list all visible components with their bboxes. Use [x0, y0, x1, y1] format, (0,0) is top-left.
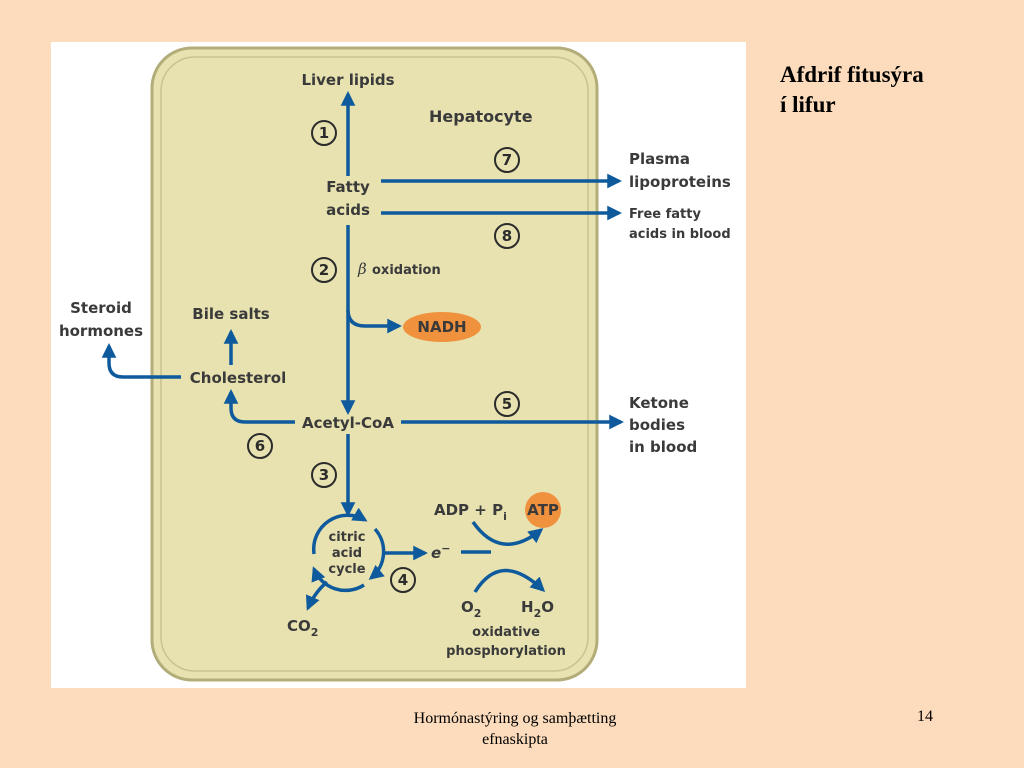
liver-lipids-label: Liver lipids — [301, 71, 394, 89]
oxidative-phosphorylation-label-1: oxidative — [472, 625, 540, 640]
svg-text:3: 3 — [319, 466, 329, 484]
citric-cycle-arc-1 — [311, 507, 368, 555]
step-4-marker: 4 — [390, 567, 416, 593]
footer-line-1: Hormónastýring og samþætting — [413, 710, 617, 727]
svg-text:4: 4 — [398, 571, 408, 589]
o2-to-h2o-curve — [473, 568, 546, 593]
slide-title-line-1: Afdrif fitusýra — [780, 62, 924, 87]
step-8-marker: 8 — [494, 223, 520, 249]
free-fatty-acids-label-2: acids in blood — [629, 227, 731, 242]
atp-label: ATP — [527, 501, 559, 519]
slide-title-line-2: í lifur — [780, 92, 836, 117]
slide-title: Afdrif fitusýra í lifur — [780, 60, 1010, 120]
svg-text:5: 5 — [502, 395, 512, 413]
plasma-lipoproteins-label-1: Plasma — [629, 150, 690, 168]
co2-label: CO2 — [287, 617, 318, 639]
atp-circle — [525, 492, 561, 528]
svg-text:2: 2 — [319, 261, 329, 279]
adp-pi-label: ADP + Pi — [434, 501, 507, 523]
step-7-marker: 7 — [494, 147, 520, 173]
arrow-to-nadh — [346, 309, 402, 334]
svg-text:6: 6 — [255, 437, 265, 455]
beta-symbol: β — [357, 260, 367, 278]
ketone-bodies-label-2: bodies — [629, 416, 685, 434]
hepatocyte-cell — [150, 46, 599, 682]
pathway-figure: Hepatocyte Liver lipids Fatty acids β ox… — [51, 42, 746, 688]
nadh-label: NADH — [417, 318, 466, 336]
pathway-diagram: Hepatocyte Liver lipids Fatty acids β ox… — [59, 46, 731, 682]
slide-footer: Hormónastýring og samþætting efnaskipta — [360, 708, 670, 750]
adp-to-atp-curve — [471, 520, 544, 546]
step-1-marker: 1 — [311, 120, 337, 146]
citric-cycle-label-3: cycle — [328, 562, 365, 577]
citric-cycle-label-2: acid — [332, 546, 362, 561]
bile-salts-label: Bile salts — [192, 305, 269, 323]
free-fatty-acids-label-1: Free fatty — [629, 207, 701, 222]
electron-label: e− — [431, 542, 450, 562]
arrow-to-cholesterol — [223, 389, 295, 424]
slide-number: 14 — [917, 708, 933, 725]
beta-oxidation-label: oxidation — [372, 263, 441, 278]
step-6-marker: 6 — [247, 433, 273, 459]
h2o-label: H2O — [521, 598, 554, 620]
citric-cycle-arc-2 — [368, 527, 386, 580]
svg-text:8: 8 — [502, 227, 512, 245]
ketone-bodies-label-1: Ketone — [629, 394, 689, 412]
hepatocyte-label: Hepatocyte — [429, 107, 533, 126]
fatty-acids-label-1: Fatty — [326, 178, 370, 196]
citric-cycle-label-1: citric — [329, 530, 366, 545]
cholesterol-label: Cholesterol — [190, 369, 286, 387]
arrow-to-steroid-hormones — [101, 343, 181, 379]
step-3-marker: 3 — [311, 462, 337, 488]
step-2-marker: 2 — [311, 257, 337, 283]
fatty-acids-label-2: acids — [326, 201, 370, 219]
nadh-oval — [403, 312, 481, 342]
o2-label: O2 — [461, 598, 481, 620]
step-5-marker: 5 — [494, 391, 520, 417]
steroid-hormones-label-2: hormones — [59, 322, 143, 340]
plasma-lipoproteins-label-2: lipoproteins — [629, 173, 731, 191]
citric-cycle-arc-3 — [311, 566, 365, 593]
steroid-hormones-label-1: Steroid — [70, 299, 132, 317]
svg-text:7: 7 — [502, 151, 512, 169]
arrow-to-co2 — [305, 580, 329, 611]
footer-line-2: efnaskipta — [482, 731, 548, 748]
oxidative-phosphorylation-label-2: phosphorylation — [446, 644, 566, 659]
acetyl-coa-label: Acetyl-CoA — [302, 414, 394, 432]
svg-text:1: 1 — [319, 124, 329, 142]
ketone-bodies-label-3: in blood — [629, 438, 697, 456]
